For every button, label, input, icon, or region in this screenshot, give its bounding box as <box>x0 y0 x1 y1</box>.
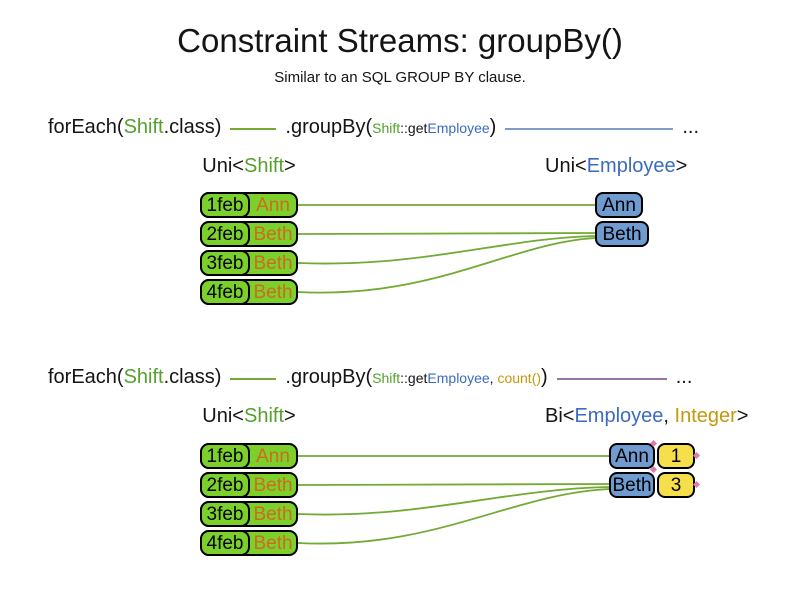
shift-row: Beth 2feb <box>200 472 298 498</box>
foreach-type: Shift <box>123 116 164 138</box>
label-pre: Uni< <box>545 155 587 177</box>
page-subtitle: Similar to an SQL GROUP BY clause. <box>274 69 526 86</box>
group-count-box: 1 <box>657 443 695 469</box>
groupby-keyword: .groupBy( <box>285 116 373 138</box>
shift-row: Beth 4feb <box>200 279 298 305</box>
foreach-end: .class) <box>163 366 222 388</box>
groupby-end: ) <box>541 366 548 388</box>
label-type-integer: Integer <box>674 405 737 427</box>
shift-row: Beth 2feb <box>200 221 298 247</box>
shift-date: 3feb <box>200 250 250 276</box>
label-type-employee: Employee <box>586 155 676 177</box>
shift-row: Beth 3feb <box>200 501 298 527</box>
shift-row: Beth 3feb <box>200 250 298 276</box>
shift-date: 4feb <box>200 530 250 556</box>
group-employee-box: Ann <box>595 192 643 218</box>
shift-employee: Ann <box>256 194 290 216</box>
link2-3feb-beth <box>297 486 610 516</box>
label-pre: Uni< <box>202 155 244 177</box>
label-separator: , <box>663 405 675 427</box>
shift-date: 1feb <box>200 192 250 218</box>
stream-connector-green <box>230 128 277 130</box>
label-pre: Bi< <box>545 405 575 427</box>
groupby-keyword: .groupBy( <box>285 366 373 388</box>
shift-date: 2feb <box>200 221 250 247</box>
label-post: > <box>284 405 296 427</box>
shift-employee: Beth <box>253 474 293 496</box>
stream-connector-green <box>230 378 277 380</box>
shift-date: 2feb <box>200 472 250 498</box>
label-post: > <box>736 405 749 427</box>
shift-row: Beth 4feb <box>200 530 298 556</box>
label-post: > <box>675 155 688 177</box>
shift-row: Ann 1feb <box>200 192 298 218</box>
link-3feb-beth <box>297 235 596 265</box>
label-type-shift: Shift <box>243 155 285 177</box>
groupby-arg-separator: , <box>489 370 498 386</box>
groupby-arg-class: Shift <box>372 370 401 386</box>
groupby-arg-method: ::get <box>400 370 428 386</box>
link-2feb-beth <box>297 232 596 235</box>
code-line-1: forEach(Shift.class) .groupBy(Shift::get… <box>48 116 699 142</box>
shift-row: Ann 1feb <box>200 443 298 469</box>
link2-4feb-beth <box>297 488 610 545</box>
foreach-end: .class) <box>163 116 222 138</box>
label-post: > <box>284 155 296 177</box>
ellipsis: ... <box>682 116 700 138</box>
group-employee-box: Beth <box>609 472 655 498</box>
groupby-arg-collector: count() <box>497 370 542 386</box>
label-pre: Uni< <box>202 405 244 427</box>
group-employee-box: Beth <box>595 221 649 247</box>
shift-date: 3feb <box>200 501 250 527</box>
shift-employee: Beth <box>253 503 293 525</box>
stream-line-purple <box>556 378 667 380</box>
label-type-shift: Shift <box>243 405 285 427</box>
link2-2feb-beth <box>297 483 610 486</box>
shift-employee: Beth <box>253 223 293 245</box>
foreach-type: Shift <box>123 366 164 388</box>
uni-shift-label-2: Uni<Shift> <box>200 405 298 428</box>
groupby-end: ) <box>489 116 497 138</box>
groupby-arg-method: ::get <box>400 120 428 136</box>
groupby-arg-type: Employee <box>427 370 490 386</box>
shift-employee: Beth <box>253 281 293 303</box>
page-title: Constraint Streams: groupBy() <box>177 22 623 59</box>
uni-employee-label: Uni<Employee> <box>545 155 687 178</box>
shift-date: 1feb <box>200 443 250 469</box>
shift-employee: Ann <box>256 445 290 467</box>
shift-employee: Beth <box>253 532 293 554</box>
ellipsis: ... <box>675 366 693 388</box>
bi-employee-integer-label: Bi<Employee, Integer> <box>545 405 748 428</box>
code-line-2: forEach(Shift.class) .groupBy(Shift::get… <box>48 366 692 392</box>
uni-shift-label-1: Uni<Shift> <box>200 155 298 178</box>
link-4feb-beth <box>297 237 596 294</box>
groupby-arg-class: Shift <box>372 120 401 136</box>
groupby-arg-type: Employee <box>427 120 490 136</box>
foreach-keyword: forEach( <box>48 366 124 388</box>
stream-line-blue <box>505 128 674 130</box>
shift-employee: Beth <box>253 252 293 274</box>
shift-date: 4feb <box>200 279 250 305</box>
group-count-box: 3 <box>657 472 695 498</box>
foreach-keyword: forEach( <box>48 116 124 138</box>
group-employee-box: Ann <box>609 443 655 469</box>
label-type-employee: Employee <box>574 405 664 427</box>
